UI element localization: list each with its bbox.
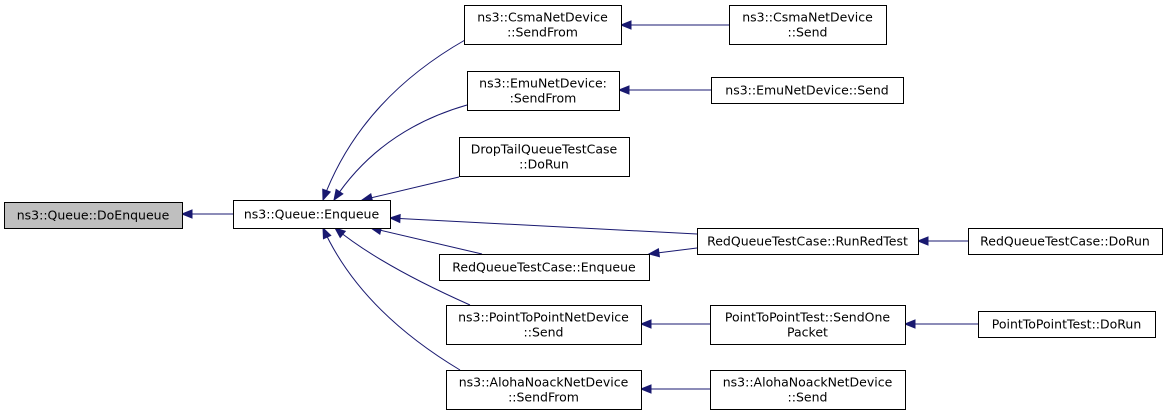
edge-line (389, 217, 698, 235)
node-label-line: DropTailQueueTestCase (471, 142, 618, 157)
node-label-line: ns3::EmuNetDevice::Send (725, 83, 888, 98)
node-aloha_send[interactable]: ns3::AlohaNoackNetDevice::Send (710, 370, 906, 410)
edge-aloha_send-to-aloha_sendfrom (639, 384, 710, 394)
node-box (968, 228, 1163, 255)
node-label-line: RedQueueTestCase::Enqueue (452, 260, 636, 275)
node-csma_send[interactable]: ns3::CsmaNetDevice::Send (729, 5, 887, 45)
edge-red_runredtest-to-red_enqueue (647, 247, 698, 258)
node-box (464, 5, 622, 45)
node-box (978, 311, 1156, 338)
node-box (710, 370, 906, 410)
node-enqueue[interactable]: ns3::Queue::Enqueue (233, 200, 391, 229)
node-label-line: ns3::PointToPointNetDevice (458, 310, 629, 325)
edge-p2ptest_sendone-to-p2p_send (639, 319, 710, 329)
edge-red_runredtest-to-enqueue (388, 213, 698, 235)
edge-csma_send-to-csma_sendfrom (619, 20, 729, 30)
node-box (459, 137, 630, 177)
edge-arrowhead (388, 213, 401, 224)
node-p2p_send[interactable]: ns3::PointToPointNetDevice::Send (446, 305, 642, 345)
node-label-line: ns3::Queue::Enqueue (244, 207, 380, 222)
edge-arrowhead (639, 319, 652, 329)
edge-emu_send-to-emu_sendfrom (617, 85, 711, 95)
edge-line (333, 104, 468, 201)
node-box (446, 305, 642, 345)
node-label-line: ::DoRun (519, 157, 569, 172)
node-aloha_sendfrom[interactable]: ns3::AlohaNoackNetDevice::SendFrom (446, 370, 642, 410)
node-box (711, 77, 904, 104)
edge-arrowhead (322, 188, 332, 202)
edge-arrowhead (322, 226, 332, 240)
edge-red_enqueue-to-enqueue (369, 225, 483, 255)
node-label-line: :SendFrom (510, 91, 577, 106)
node-red_enqueue[interactable]: RedQueueTestCase::Enqueue (439, 254, 650, 281)
node-label-line: Packet (787, 325, 828, 340)
node-label-line: ::Send (524, 325, 564, 340)
node-label-line: ns3::CsmaNetDevice (477, 10, 608, 25)
node-droptail_dorun[interactable]: DropTailQueueTestCase::DoRun (459, 137, 630, 177)
node-label-line: PointToPointTest::DoRun (992, 317, 1142, 332)
edge-arrowhead (916, 236, 929, 246)
edge-arrowhead (333, 188, 344, 202)
node-box (467, 71, 620, 111)
node-box (233, 200, 391, 229)
node-doenqueue[interactable]: ns3::Queue::DoEnqueue (4, 202, 183, 229)
edge-line (322, 227, 461, 371)
node-box (710, 305, 906, 345)
node-red_dorun[interactable]: RedQueueTestCase::DoRun (968, 228, 1163, 255)
node-csma_sendfrom[interactable]: ns3::CsmaNetDevice::SendFrom (464, 5, 622, 45)
edge-emu_sendfrom-to-enqueue (333, 104, 468, 202)
node-label-line: ns3::AlohaNoackNetDevice (723, 375, 893, 390)
edge-arrowhead (639, 384, 652, 394)
node-label-line: ns3::EmuNetDevice: (479, 76, 607, 91)
node-emu_sendfrom[interactable]: ns3::EmuNetDevice::SendFrom (467, 71, 620, 111)
node-label-line: PointToPointTest::SendOne (725, 310, 891, 325)
edge-line (361, 176, 460, 201)
edge-csma_sendfrom-to-enqueue (322, 39, 466, 202)
node-label-line: ns3::AlohaNoackNetDevice (459, 375, 629, 390)
node-box (729, 5, 887, 45)
node-label-line: ::Send (788, 390, 828, 405)
edge-arrowhead (180, 209, 193, 219)
edge-line (334, 227, 471, 306)
node-label-line: ::SendFrom (508, 390, 579, 405)
edge-enqueue-to-doenqueue (180, 209, 233, 219)
nodes-layer: ns3::Queue::DoEnqueue ns3::Queue::Enqueue… (4, 5, 1163, 410)
node-box (446, 370, 642, 410)
edge-p2ptest_dorun-to-p2ptest_sendone (903, 319, 978, 329)
edges-layer (180, 20, 978, 394)
node-label-line: ns3::Queue::DoEnqueue (17, 208, 170, 223)
edge-arrowhead (617, 85, 630, 95)
edge-arrowhead (619, 20, 632, 30)
node-label-line: ns3::CsmaNetDevice (742, 10, 873, 25)
edge-line (370, 227, 483, 255)
node-box (439, 254, 650, 281)
edge-arrowhead (333, 227, 347, 239)
node-label-line: RedQueueTestCase::RunRedTest (707, 234, 908, 249)
node-label-line: ::Send (788, 25, 828, 40)
edge-droptail_dorun-to-enqueue (360, 176, 460, 203)
node-box (697, 228, 919, 255)
node-label-line: RedQueueTestCase::DoRun (980, 234, 1150, 249)
node-label-line: ::SendFrom (507, 25, 578, 40)
edge-arrowhead (647, 247, 661, 258)
node-emu_send[interactable]: ns3::EmuNetDevice::Send (711, 77, 904, 104)
edge-red_dorun-to-red_runredtest (916, 236, 968, 246)
edge-aloha_sendfrom-to-enqueue (322, 226, 461, 371)
node-red_runredtest[interactable]: RedQueueTestCase::RunRedTest (697, 228, 919, 255)
node-p2ptest_dorun[interactable]: PointToPointTest::DoRun (978, 311, 1156, 338)
edge-arrowhead (903, 319, 916, 329)
node-box (4, 202, 183, 229)
edge-line (322, 39, 466, 201)
edge-p2p_send-to-enqueue (333, 227, 471, 306)
